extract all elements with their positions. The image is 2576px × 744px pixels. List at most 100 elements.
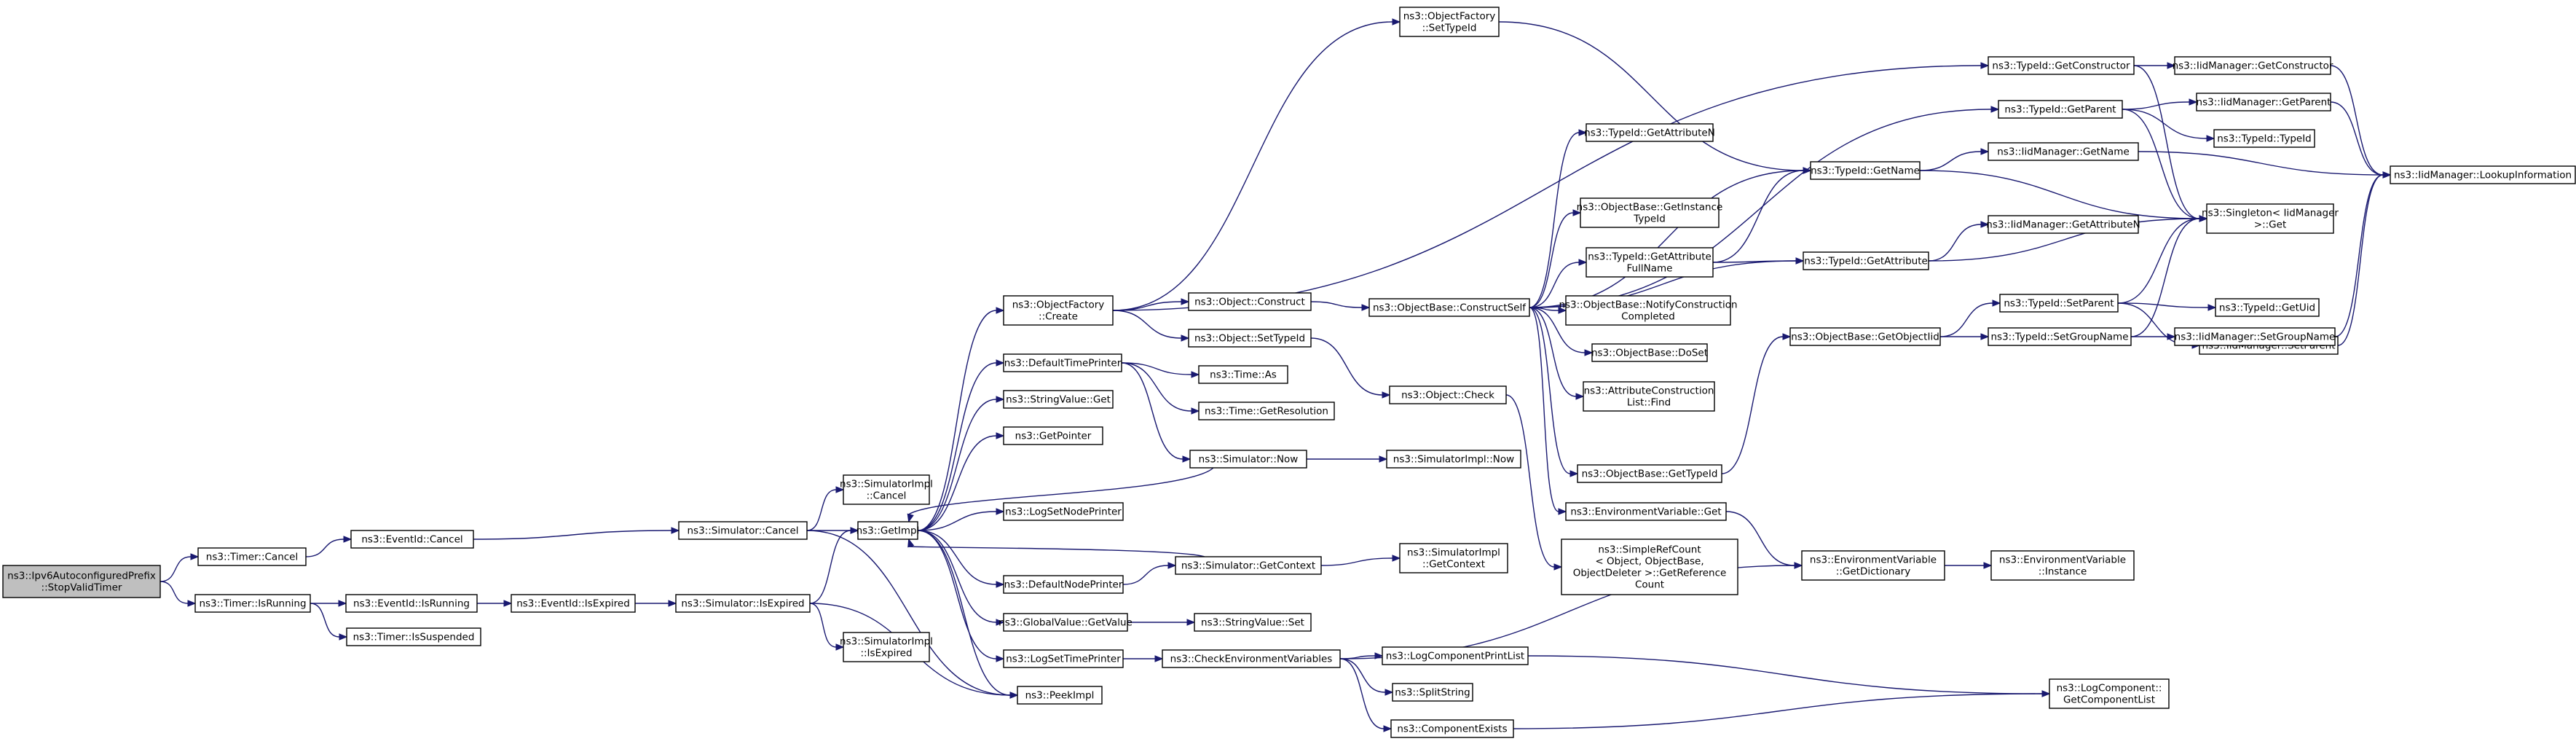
node-ns3-iidmanager-getconstructor[interactable]: ns3::IidManager::GetConstructor xyxy=(2173,56,2333,75)
edge-n26-n32 xyxy=(1307,455,1388,463)
node-label: ns3::EnvironmentVariable xyxy=(1999,555,2126,566)
edge-n4-n6 xyxy=(476,600,513,607)
node-ns3-time-getresolution[interactable]: ns3::Time::GetResolution xyxy=(1198,402,1335,420)
node-ns3-logcomponent-getcomponentlist[interactable]: ns3::LogComponent::GetComponentList xyxy=(2049,678,2170,709)
node-ns3-simulatorimpl-now[interactable]: ns3::SimulatorImpl::Now xyxy=(1386,450,1521,469)
edge-n30-n46 xyxy=(1529,167,1812,308)
node-ns3-objectbase-notifyconstruction-completed[interactable]: ns3::ObjectBase::NotifyConstructionCompl… xyxy=(1559,295,1738,326)
node-label: ::GetDictionary xyxy=(1836,566,1910,578)
edge-line xyxy=(305,539,344,557)
node-ns3-typeid-getconstructor[interactable]: ns3::TypeId::GetConstructor xyxy=(1988,56,2135,75)
node-ns3-simulator-isexpired[interactable]: ns3::Simulator::IsExpired xyxy=(675,594,811,613)
edge-n51-n58 xyxy=(2134,62,2176,69)
node-label: ns3::CheckEnvironmentVariables xyxy=(1170,654,1333,665)
node-ns3-logcomponentprintlist[interactable]: ns3::LogComponentPrintList xyxy=(1382,646,1529,665)
node-ns3-objectfactory-settypeid[interactable]: ns3::ObjectFactory::SetTypeId xyxy=(1399,7,1500,37)
node-ns3-singleton-iidmanager-get[interactable]: ns3::Singleton< IidManager >::Get xyxy=(2202,203,2339,234)
node-ns3-environmentvariable-getdictionary[interactable]: ns3::EnvironmentVariable::GetDictionary xyxy=(1801,550,1945,581)
node-ns3-simulatorimpl-cancel[interactable]: ns3::SimulatorImpl::Cancel xyxy=(840,474,933,505)
edge-n6-n8 xyxy=(634,600,677,607)
node-box xyxy=(2213,129,2315,148)
node-label: ns3::IidManager::GetAttributeN xyxy=(1986,219,2140,231)
node-ns3-time-as[interactable]: ns3::Time::As xyxy=(1198,365,1288,384)
node-ns3-objectbase-constructself[interactable]: ns3::ObjectBase::ConstructSelf xyxy=(1368,298,1530,317)
node-ns3-typeid-getattribute[interactable]: ns3::TypeId::GetAttribute xyxy=(1803,251,1929,270)
edge-arrowhead xyxy=(2206,135,2215,142)
node-ns3-simulator-now[interactable]: ns3::Simulator::Now xyxy=(1189,450,1307,469)
node-ns3-simulator-cancel[interactable]: ns3::Simulator::Cancel xyxy=(678,521,808,540)
edge-line xyxy=(809,530,851,604)
node-label: ::Instance xyxy=(2039,566,2087,578)
node-ns3-iidmanager-getattributen[interactable]: ns3::IidManager::GetAttributeN xyxy=(1986,215,2140,234)
edge-arrowhead xyxy=(996,581,1005,588)
node-ns3-timer-issuspended[interactable]: ns3::Timer::IsSuspended xyxy=(346,627,481,646)
node-ns3-simulatorimpl-getcontext[interactable]: ns3::SimulatorImpl::GetContext xyxy=(1399,543,1508,573)
node-ns3-simplerefcount-object-objectbase-objectdeleter-getreference-count[interactable]: ns3::SimpleRefCount< Object, ObjectBase,… xyxy=(1561,539,1738,595)
node-ns3-componentexists[interactable]: ns3::ComponentExists xyxy=(1390,719,1514,738)
node-ns3-simulatorimpl-isexpired[interactable]: ns3::SimulatorImpl::IsExpired xyxy=(840,632,933,662)
node-ns3-typeid-typeid[interactable]: ns3::TypeId::TypeId xyxy=(2213,129,2315,148)
node-ns3-objectbase-doset[interactable]: ns3::ObjectBase::DoSet xyxy=(1591,343,1708,362)
node-ns3-eventid-cancel[interactable]: ns3::EventId::Cancel xyxy=(350,530,474,549)
node-ns3-typeid-getparent[interactable]: ns3::TypeId::GetParent xyxy=(1998,100,2123,119)
edge-n14-n24 xyxy=(1121,362,1200,378)
edge-n2-n4 xyxy=(310,600,347,607)
node-ns3-timer-isrunning[interactable]: ns3::Timer::IsRunning xyxy=(194,594,311,613)
node-ns3-timer-cancel[interactable]: ns3::Timer::Cancel xyxy=(197,547,307,566)
node-box xyxy=(1988,327,2132,346)
node-label: ns3::IidManager::GetName xyxy=(1997,146,2130,158)
node-ns3-typeid-getattributen[interactable]: ns3::TypeId::GetAttributeN xyxy=(1584,123,1715,142)
node-box xyxy=(1561,539,1738,595)
node-ns3-iidmanager-getname[interactable]: ns3::IidManager::GetName xyxy=(1988,142,2139,161)
node-ns3-objectbase-getobjectiid[interactable]: ns3::ObjectBase::GetObjectIid xyxy=(1789,327,1941,346)
node-ns3-objectbase-gettypeid[interactable]: ns3::ObjectBase::GetTypeId xyxy=(1577,464,1722,483)
node-ns3-getimpl[interactable]: ns3::GetImpl xyxy=(856,521,920,540)
node-ns3-checkenvironmentvariables[interactable]: ns3::CheckEnvironmentVariables xyxy=(1162,649,1341,668)
node-label: ns3::SimulatorImpl xyxy=(1407,547,1500,559)
node-ns3-environmentvariable-get[interactable]: ns3::EnvironmentVariable::Get xyxy=(1565,502,1727,521)
node-label: ns3::StringValue::Set xyxy=(1201,617,1304,629)
node-ns3-defaulttimeprinter[interactable]: ns3::DefaultTimePrinter xyxy=(1003,353,1122,372)
edge-arrowhead xyxy=(1392,555,1401,562)
node-ns3-typeid-getuid[interactable]: ns3::TypeId::GetUid xyxy=(2215,298,2320,317)
node-ns3-eventid-isexpired[interactable]: ns3::EventId::IsExpired xyxy=(511,594,636,613)
node-ns3-simulator-getcontext[interactable]: ns3::Simulator::GetContext xyxy=(1175,556,1322,575)
node-ns3-logsetnodeprinter[interactable]: ns3::LogSetNodePrinter xyxy=(1003,502,1124,521)
node-ns3-stringvalue-set[interactable]: ns3::StringValue::Set xyxy=(1194,613,1312,632)
node-label: ns3::TypeId::SetGroupName xyxy=(1990,332,2128,343)
node-ns3-object-check[interactable]: ns3::Object::Check xyxy=(1389,385,1507,404)
node-ns3-peekimpl[interactable]: ns3::PeekImpl xyxy=(1017,686,1103,705)
node-ns3-defaultnodeprinter[interactable]: ns3::DefaultNodePrinter xyxy=(1003,575,1124,594)
edge-line xyxy=(1529,307,1586,353)
node-ns3-iidmanager-getparent[interactable]: ns3::IidManager::GetParent xyxy=(2196,93,2331,111)
edge-n43-n48 xyxy=(1721,333,1792,474)
edge-n30-n42 xyxy=(1529,307,1585,400)
edge-line xyxy=(908,546,1205,557)
node-ns3-object-settypeid[interactable]: ns3::Object::SetTypeId xyxy=(1188,329,1312,348)
node-ns3-ipv6autoconfiguredprefix-stopvalidtimer[interactable]: ns3::Ipv6AutoconfiguredPrefix::StopValid… xyxy=(2,565,161,598)
node-ns3-object-construct[interactable]: ns3::Object::Construct xyxy=(1188,292,1312,311)
edge-line xyxy=(1121,362,1183,460)
node-ns3-getpointer[interactable]: ns3::GetPointer xyxy=(1003,426,1103,445)
node-label: ns3::GlobalValue::GetValue xyxy=(999,617,1133,629)
node-ns3-splitstring[interactable]: ns3::SplitString xyxy=(1392,683,1473,702)
node-ns3-environmentvariable-instance[interactable]: ns3::EnvironmentVariable::Instance xyxy=(1990,550,2135,581)
node-ns3-iidmanager-lookupinformation[interactable]: ns3::IidManager::LookupInformation xyxy=(2390,165,2576,184)
node-ns3-typeid-setgroupname[interactable]: ns3::TypeId::SetGroupName xyxy=(1988,327,2132,346)
node-label: >::Get xyxy=(2254,219,2286,231)
node-label: ns3::TypeId::GetAttribute xyxy=(1804,256,1928,267)
node-box xyxy=(1189,450,1307,469)
node-ns3-logsettimeprinter[interactable]: ns3::LogSetTimePrinter xyxy=(1003,649,1124,668)
node-label: ns3::IidManager::LookupInformation xyxy=(2394,170,2572,181)
node-ns3-stringvalue-get[interactable]: ns3::StringValue::Get xyxy=(1003,390,1114,409)
node-ns3-typeid-getname[interactable]: ns3::TypeId::GetName xyxy=(1810,161,1921,180)
node-ns3-typeid-setparent[interactable]: ns3::TypeId::SetParent xyxy=(1999,294,2119,313)
node-ns3-eventid-isrunning[interactable]: ns3::EventId::IsRunning xyxy=(345,594,478,613)
edge-line xyxy=(917,399,997,531)
node-ns3-objectfactory-create[interactable]: ns3::ObjectFactory::Create xyxy=(1003,295,1114,326)
node-ns3-iidmanager-setgroupname[interactable]: ns3::IidManager::SetGroupName xyxy=(2174,327,2336,346)
node-ns3-globalvalue-getvalue[interactable]: ns3::GlobalValue::GetValue xyxy=(999,613,1133,632)
